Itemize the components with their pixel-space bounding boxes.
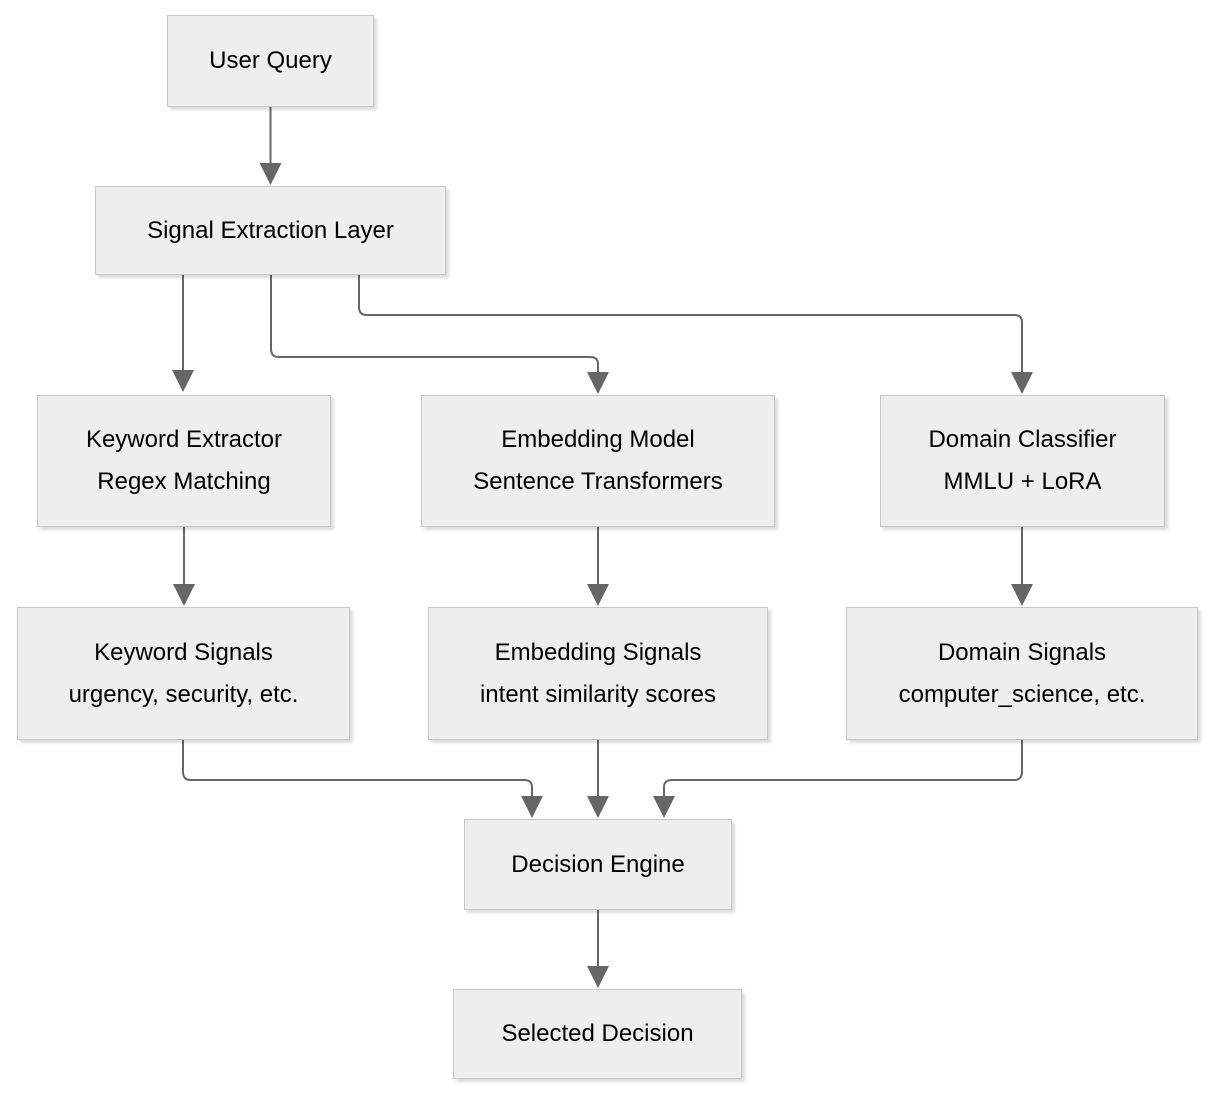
edge-signalextraction-embeddingmodel (270, 275, 609, 394)
node-subtitle: MMLU + LoRA (943, 468, 1102, 495)
node-title: Selected Decision (501, 1020, 694, 1047)
node-title: Decision Engine (511, 850, 685, 878)
node-subtitle: Sentence Transformers (473, 468, 723, 495)
node-domain-signals: Domain Signals computer_science, etc. (846, 607, 1198, 740)
node-title: Keyword Extractor (85, 426, 283, 453)
node-keyword-extractor: Keyword Extractor Regex Matching (37, 395, 331, 527)
node-title: Keyword Signals (94, 638, 273, 666)
node-title: Domain Signals (937, 638, 1107, 666)
node-title: Embedding Signals (494, 638, 702, 666)
node-decision-engine: Decision Engine (464, 819, 732, 910)
node-selected-decision: Selected Decision (453, 989, 742, 1079)
node-embedding-model: Embedding Model Sentence Transformers (421, 395, 775, 527)
node-title: Embedding Model (501, 426, 695, 453)
node-subtitle: computer_science, etc. (898, 680, 1146, 708)
node-signal-extraction-layer: Signal Extraction Layer (95, 186, 446, 275)
node-keyword-signals: Keyword Signals urgency, security, etc. (17, 607, 350, 740)
node-subtitle: intent similarity scores (479, 680, 717, 708)
node-embedding-signals: Embedding Signals intent similarity scor… (428, 607, 768, 740)
node-title: User Query (209, 47, 332, 74)
node-subtitle: Regex Matching (97, 468, 271, 495)
node-subtitle: urgency, security, etc. (68, 680, 299, 708)
edge-keywordsignals-decisionengine (182, 740, 543, 818)
edge-signalextraction-domainclassifier (358, 275, 1033, 394)
node-domain-classifier: Domain Classifier MMLU + LoRA (880, 395, 1165, 527)
node-title: Signal Extraction Layer (147, 216, 394, 244)
node-user-query: User Query (167, 15, 374, 107)
node-title: Domain Classifier (928, 426, 1117, 453)
edge-domainsignals-decisionengine (653, 740, 1023, 818)
